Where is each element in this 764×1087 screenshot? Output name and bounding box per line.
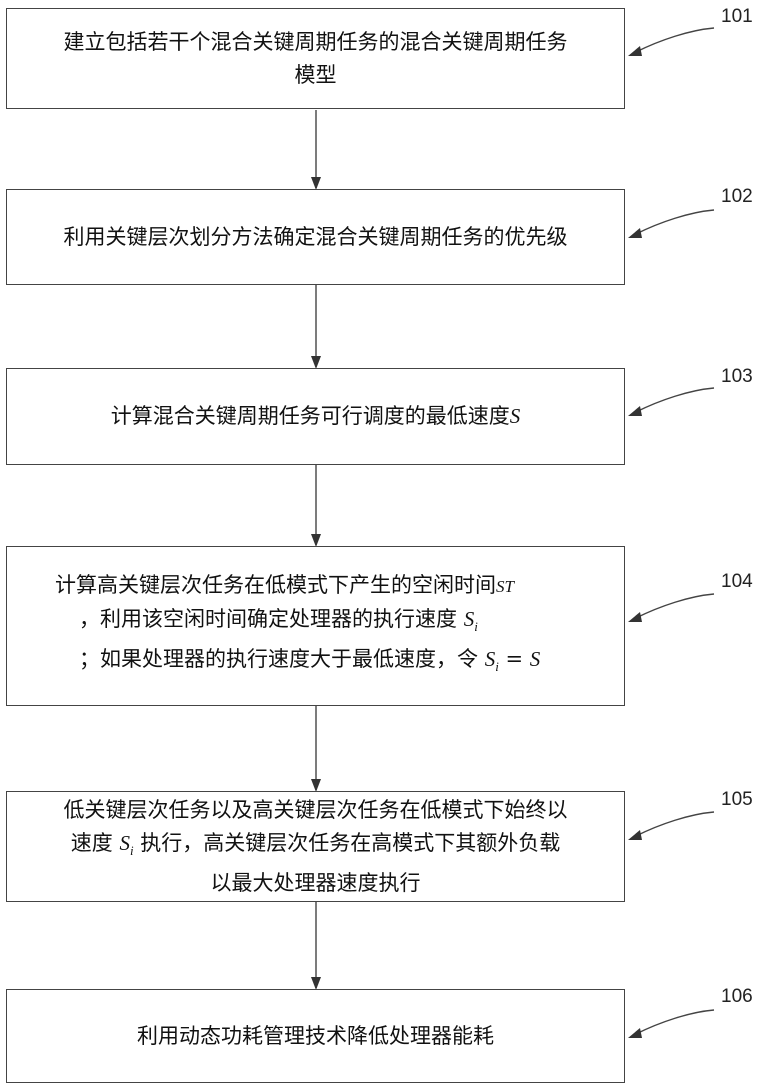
step-105-line-3: 以最大处理器速度执行 [211,867,421,900]
speed-subscript-105: i [130,843,134,858]
speed-subscript-eq: i [495,659,499,674]
leader-arrow-105 [628,812,714,840]
leader-arrow-102 [628,210,714,238]
step-box-106: 利用动态功耗管理技术降低处理器能耗 [6,989,625,1083]
step-box-105: 低关键层次任务以及高关键层次任务在低模式下始终以 速度 Si 执行，高关键层次任… [6,791,625,902]
step-104-line-1-text: 计算高关键层次任务在低模式下产生的空闲时间 [55,573,496,597]
step-104-line-1: 计算高关键层次任务在低模式下产生的空闲时间ST [55,569,514,603]
flow-arrow-105-106 [311,902,321,990]
idle-time-symbol: ST [496,577,514,596]
step-box-103: 计算混合关键周期任务可行调度的最低速度S [6,368,625,465]
step-105-line-2: 速度 Si 执行，高关键层次任务在高模式下其额外负载 [71,827,561,867]
step-105-line-2-suffix: 执行，高关键层次任务在高模式下其额外负载 [140,831,560,855]
equals-sign: = [506,647,524,671]
step-103-line-1: 计算混合关键周期任务可行调度的最低速度S [111,400,521,433]
step-number-105: 105 [721,789,753,811]
leader-arrow-103 [628,388,714,416]
flow-arrow-101-102 [311,110,321,190]
step-box-101: 建立包括若干个混合关键周期任务的混合关键周期任务 模型 [6,8,625,109]
step-number-102: 102 [721,186,753,208]
min-speed-symbol: S [510,404,521,428]
leader-arrow-104 [628,594,714,622]
step-box-104: 计算高关键层次任务在低模式下产生的空闲时间ST ，利用该空闲时间确定处理器的执行… [6,546,625,706]
step-number-101: 101 [721,6,753,28]
step-number-104: 104 [721,571,753,593]
step-105-line-1: 低关键层次任务以及高关键层次任务在低模式下始终以 [64,794,568,827]
flow-arrow-102-103 [311,285,321,369]
min-speed-symbol-eq: S [530,647,541,671]
step-104-line-2-text: ，利用该空闲时间确定处理器的执行速度 [79,607,457,631]
step-101-line-1: 建立包括若干个混合关键周期任务的混合关键周期任务 [64,26,568,59]
flow-arrow-103-104 [311,465,321,547]
speed-symbol-eq: S [485,647,496,671]
flow-arrow-104-105 [311,706,321,792]
step-number-103: 103 [721,366,753,388]
step-102-line-1: 利用关键层次划分方法确定混合关键周期任务的优先级 [64,221,568,254]
step-box-102: 利用关键层次划分方法确定混合关键周期任务的优先级 [6,189,625,285]
step-106-line-1: 利用动态功耗管理技术降低处理器能耗 [137,1020,494,1053]
leader-arrow-106 [628,1010,714,1038]
speed-symbol: S [464,607,475,631]
step-104-line-2: ，利用该空闲时间确定处理器的执行速度 Si [79,603,478,643]
speed-symbol-105: S [119,831,130,855]
step-104-line-3: ；如果处理器的执行速度大于最低速度，令 Si = S [79,643,540,683]
step-105-line-2-prefix: 速度 [71,831,113,855]
leader-arrow-101 [628,28,714,56]
speed-subscript: i [474,619,478,634]
step-104-line-3-text: ；如果处理器的执行速度大于最低速度，令 [79,647,478,671]
step-103-text: 计算混合关键周期任务可行调度的最低速度 [111,404,510,428]
step-101-line-2: 模型 [295,59,337,92]
step-number-106: 106 [721,986,753,1008]
